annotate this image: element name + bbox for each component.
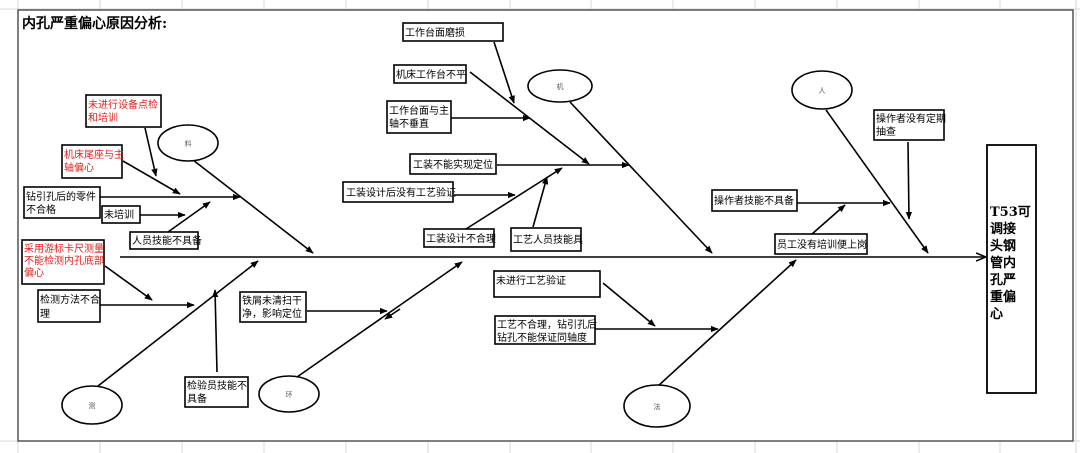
cause-box [239, 291, 307, 323]
category-ellipse-liao [157, 124, 219, 162]
category-liao: 料 未进行设备点检 和培训 机床尾座与主 轴偏心 钻引孔后的零件 不合格 未培训… [23, 94, 314, 254]
category-label-fa: 法 [654, 402, 661, 411]
cause-arrow [211, 289, 219, 373]
cause-arrow [122, 160, 181, 195]
cause-box [23, 186, 101, 219]
cause-text: 工艺不合理，钻引孔后 钻孔不能保证同轴度 [497, 318, 600, 344]
category-ren: 人 操作者没有定期 抽查 操作者技能不具备 员工没有培训便上岗 [711, 70, 949, 255]
category-label-ce: 测 [89, 402, 96, 410]
cause-box [37, 289, 101, 323]
cause-text: 铁屑未清扫干 净，影响定位 [242, 294, 305, 320]
category-label-ren: 人 [819, 87, 826, 95]
cause-text: 人员技能不具备 [132, 234, 202, 247]
cause-text: 钻引孔后的零件 不合格 [26, 190, 99, 216]
cause-text: 工作台面与主 轴不垂直 [389, 104, 452, 130]
category-ellipse-ce [61, 385, 123, 425]
cause-box [774, 233, 868, 255]
cause-box [873, 109, 945, 141]
cause-box [342, 181, 454, 203]
cause-box [493, 270, 601, 298]
cause-arrow [493, 41, 515, 104]
cause-text: 工作台面磨损 [405, 26, 465, 39]
category-ji: 机 工作台面磨损 机床工作台不平 工作台面与主 轴不垂直 工装不能实现定位 工装… [342, 22, 713, 254]
category-ellipse-ji [527, 69, 593, 103]
cause-box [21, 239, 105, 285]
cause-text: 机床尾座与主 轴偏心 [64, 148, 127, 174]
cause-arrow [811, 204, 846, 235]
cause-box [386, 100, 452, 134]
cause-text: 员工没有培训便上岗 [777, 238, 867, 251]
cause-text: 工艺人员技能具 [513, 233, 583, 246]
bone-ren [825, 109, 929, 254]
cause-text: 采用游标卡尺测量 不能检测内孔底部 偏心 [24, 242, 107, 279]
category-fa: 法 未进行工艺验证 工艺不合理，钻引孔后 钻孔不能保证同轴度 [493, 259, 797, 428]
cause-arrow [104, 265, 153, 301]
cause-text: 未培训 [104, 208, 134, 221]
cause-arrow [144, 127, 158, 177]
cause-arrow [167, 201, 211, 233]
category-huan: 环 铁屑未清扫干 净，影响定位 [239, 261, 463, 413]
cause-arrow [905, 141, 913, 220]
cause-text: 操作者没有定期 抽查 [876, 112, 949, 138]
bone-fa [657, 259, 797, 387]
cause-box [423, 228, 495, 248]
cause-box [61, 144, 123, 179]
cause-text: 操作者技能不具备 [714, 194, 794, 207]
effect-box: T53可 调接 头钢 管内 孔严 重偏 心 [986, 144, 1037, 394]
cause-arrow [602, 282, 656, 327]
cause-text: 检验员技能不 具备 [187, 379, 250, 405]
cause-box [184, 376, 249, 408]
cause-box [711, 189, 798, 212]
cause-box [402, 22, 504, 42]
category-ellipse-ren [791, 70, 853, 110]
category-label-huan: 环 [286, 391, 293, 399]
bone-huan [296, 261, 463, 378]
bone-huan-reverse-arrow [384, 308, 401, 320]
bone-liao [192, 159, 314, 254]
category-label-liao: 料 [185, 139, 192, 148]
cause-text: 工装设计后没有工艺验证 [346, 186, 456, 199]
cause-box [393, 64, 467, 84]
cause-box [85, 94, 162, 128]
cause-text: 机床工作台不平 [396, 68, 466, 81]
cause-text: 未进行设备点检 和培训 [88, 98, 161, 124]
effect-label: T53可 调接 头钢 管内 孔严 重偏 心 [990, 205, 1035, 322]
bone-ji [569, 101, 713, 254]
cause-text: 工装设计不合理 [426, 232, 496, 245]
category-ellipse-huan [258, 375, 320, 413]
cause-box [409, 153, 497, 175]
cause-arrow [465, 167, 563, 230]
cause-arrow [532, 176, 549, 228]
cause-box [494, 315, 596, 345]
cause-box [510, 227, 582, 252]
diagram-frame [17, 9, 1074, 442]
cause-box [129, 231, 199, 250]
cause-text: 检测方法不合 理 [40, 293, 103, 320]
cause-text: 未进行工艺验证 [496, 274, 566, 287]
category-ellipse-fa [623, 384, 691, 428]
diagram-title: 内孔严重偏心原因分析: [22, 15, 167, 32]
category-label-ji: 机 [557, 82, 564, 91]
category-ce: 测 采用游标卡尺测量 不能检测内孔底部 偏心 检测方法不合 理 检验员技能不 具… [21, 239, 259, 425]
cause-text: 工装不能实现定位 [413, 158, 493, 171]
bone-ce [97, 260, 259, 387]
